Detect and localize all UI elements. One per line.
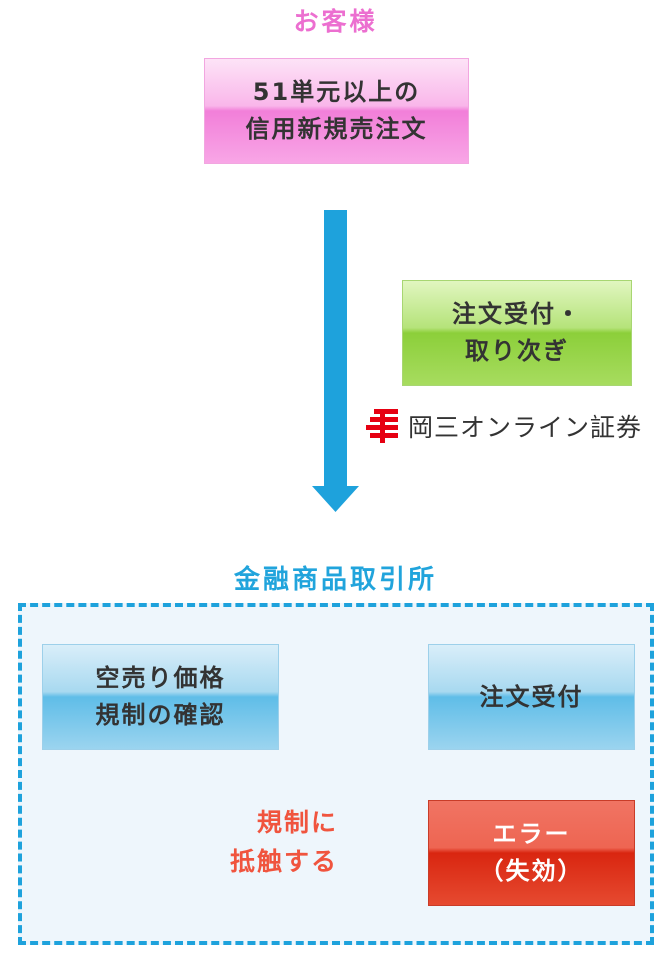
broker-step-line1: 注文受付・ bbox=[452, 300, 582, 328]
violation-label: 規制に 抵触する bbox=[188, 803, 338, 881]
broker-step-box: 注文受付・ 取り次ぎ bbox=[402, 280, 632, 386]
broker-step-line2: 取り次ぎ bbox=[465, 337, 569, 365]
customer-title: お客様 bbox=[293, 7, 378, 36]
customer-order-line2: 信用新規売注文 bbox=[245, 115, 428, 143]
price-check-line1: 空売り価格 bbox=[95, 664, 226, 692]
exchange-title: 金融商品取引所 bbox=[233, 565, 437, 595]
main-down-arrow bbox=[312, 210, 359, 512]
order-accept-label: 注文受付 bbox=[479, 682, 584, 711]
price-check-box: 空売り価格 規制の確認 bbox=[42, 644, 279, 750]
order-accept-box: 注文受付 bbox=[428, 644, 635, 750]
broker-brand: 岡三オンライン証券 bbox=[366, 406, 642, 446]
customer-order-line1: 51単元以上の bbox=[252, 78, 421, 106]
error-line1: エラー bbox=[492, 820, 571, 848]
error-line2: （失効） bbox=[479, 857, 584, 885]
violation-line1: 規制に bbox=[256, 808, 338, 837]
customer-order-box: 51単元以上の 信用新規売注文 bbox=[204, 58, 469, 164]
price-check-line2: 規制の確認 bbox=[95, 701, 226, 729]
violation-line2: 抵触する bbox=[229, 847, 338, 876]
error-box: エラー （失効） bbox=[428, 800, 635, 906]
brand-name: 岡三オンライン証券 bbox=[408, 413, 643, 442]
okasan-logo-icon bbox=[366, 409, 398, 443]
